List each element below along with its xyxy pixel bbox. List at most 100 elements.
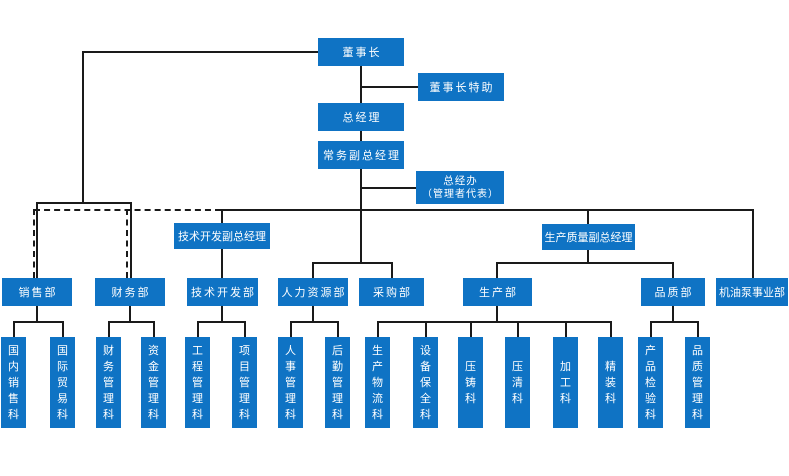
connector-line	[62, 321, 64, 337]
connector-line	[697, 321, 699, 337]
section-label: 压清科	[512, 359, 523, 405]
connector-line	[244, 321, 246, 337]
section-label: 财务管理科	[103, 343, 114, 421]
connector-line	[496, 262, 498, 278]
node-project-mgmt-sec: 项目管理科	[232, 337, 257, 428]
connector-line	[377, 321, 612, 323]
node-hr-dept: 人力资源部	[278, 278, 348, 306]
connector-line	[221, 209, 754, 211]
connector-line	[650, 321, 652, 337]
connector-line	[587, 250, 589, 263]
node-production-dept: 生产部	[463, 278, 532, 306]
node-tech-dev-deputy-gm: 技术开发副总经理	[174, 223, 270, 249]
section-label: 产品检验科	[645, 343, 656, 421]
node-general-manager: 总经理	[318, 103, 404, 131]
connector-line	[82, 51, 84, 204]
connector-line	[470, 321, 472, 337]
connector-line	[517, 321, 519, 337]
connector-line	[360, 169, 362, 263]
connector-line	[130, 202, 132, 278]
connector-line	[360, 131, 362, 141]
node-executive-deputy-gm: 常务副总经理	[318, 141, 404, 169]
dashed-connector-line	[33, 209, 35, 278]
connector-line	[153, 321, 155, 337]
connector-line	[650, 321, 699, 323]
connector-line	[312, 262, 314, 278]
connector-line	[312, 306, 314, 322]
node-sales-dept: 销售部	[2, 278, 72, 306]
node-personnel-mgmt-sec: 人事管理科	[278, 337, 303, 428]
connector-line	[496, 262, 674, 264]
gm-office-title: 总经办	[443, 174, 478, 187]
connector-line	[36, 306, 38, 322]
connector-line	[587, 209, 589, 224]
connector-line	[36, 202, 132, 204]
node-purchasing-dept: 采购部	[359, 278, 424, 306]
connector-line	[129, 306, 131, 322]
section-label: 项目管理科	[239, 343, 250, 421]
connector-line	[496, 306, 498, 322]
node-product-inspection-sec: 产品检验科	[638, 337, 663, 428]
node-engineering-mgmt-sec: 工程管理科	[185, 337, 210, 428]
section-label: 品质管理科	[692, 343, 703, 421]
connector-line	[391, 262, 393, 278]
connector-line	[752, 209, 754, 278]
section-label: 加工科	[560, 359, 571, 405]
node-finance-dept: 财务部	[95, 278, 165, 306]
connector-line	[360, 86, 418, 88]
section-label: 生产物流科	[372, 343, 383, 421]
connector-line	[108, 321, 110, 337]
node-prod-quality-deputy-gm: 生产质量副总经理	[542, 224, 635, 250]
connector-line	[360, 187, 416, 189]
dashed-connector-line	[126, 209, 128, 278]
section-label: 精装科	[605, 359, 616, 405]
node-intl-trade-sec: 国际贸易科	[50, 337, 75, 428]
node-equipment-maintenance-sec: 设备保全科	[413, 337, 438, 428]
connector-line	[360, 66, 362, 103]
node-financial-mgmt-sec: 财务管理科	[96, 337, 121, 428]
node-fine-assembly-sec: 精装科	[598, 337, 623, 428]
node-quality-mgmt-sec: 品质管理科	[685, 337, 710, 428]
connector-line	[312, 262, 393, 264]
connector-line	[108, 321, 155, 323]
connector-line	[197, 321, 199, 337]
connector-line	[290, 321, 292, 337]
connector-line	[221, 249, 223, 278]
node-fund-mgmt-sec: 资金管理科	[141, 337, 166, 428]
connector-line	[13, 321, 64, 323]
node-domestic-sales-sec: 国内销售科	[1, 337, 26, 428]
connector-line	[82, 51, 318, 53]
node-tech-dev-dept: 技术开发部	[187, 278, 258, 306]
node-machining-sec: 加工科	[553, 337, 578, 428]
section-label: 工程管理科	[192, 343, 203, 421]
node-gm-office: 总经办 （管理者代表）	[416, 171, 504, 204]
connector-line	[425, 321, 427, 337]
section-label: 后勤管理科	[332, 343, 343, 421]
section-label: 国内销售科	[8, 343, 19, 421]
section-label: 国际贸易科	[57, 343, 68, 421]
node-chairman-assistant: 董事长特助	[418, 73, 504, 101]
connector-line	[377, 321, 379, 337]
connector-line	[13, 321, 15, 337]
connector-line	[610, 321, 612, 337]
connector-line	[36, 202, 38, 278]
connector-line	[565, 321, 567, 337]
section-label: 人事管理科	[285, 343, 296, 421]
section-label: 压铸科	[465, 359, 476, 405]
gm-office-subtitle: （管理者代表）	[422, 188, 499, 200]
connector-line	[290, 321, 339, 323]
node-oil-pump-division: 机油泵事业部	[716, 278, 788, 306]
connector-line	[221, 209, 223, 223]
node-production-logistics-sec: 生产物流科	[365, 337, 390, 428]
node-die-casting-sec: 压铸科	[458, 337, 483, 428]
connector-line	[672, 262, 674, 278]
node-pressure-cleaning-sec: 压清科	[505, 337, 530, 428]
connector-line	[221, 306, 223, 322]
connector-line	[197, 321, 246, 323]
section-label: 资金管理科	[148, 343, 159, 421]
node-logistics-mgmt-sec: 后勤管理科	[325, 337, 350, 428]
node-quality-dept: 品质部	[641, 278, 705, 306]
connector-line	[672, 306, 674, 322]
section-label: 设备保全科	[420, 343, 431, 421]
